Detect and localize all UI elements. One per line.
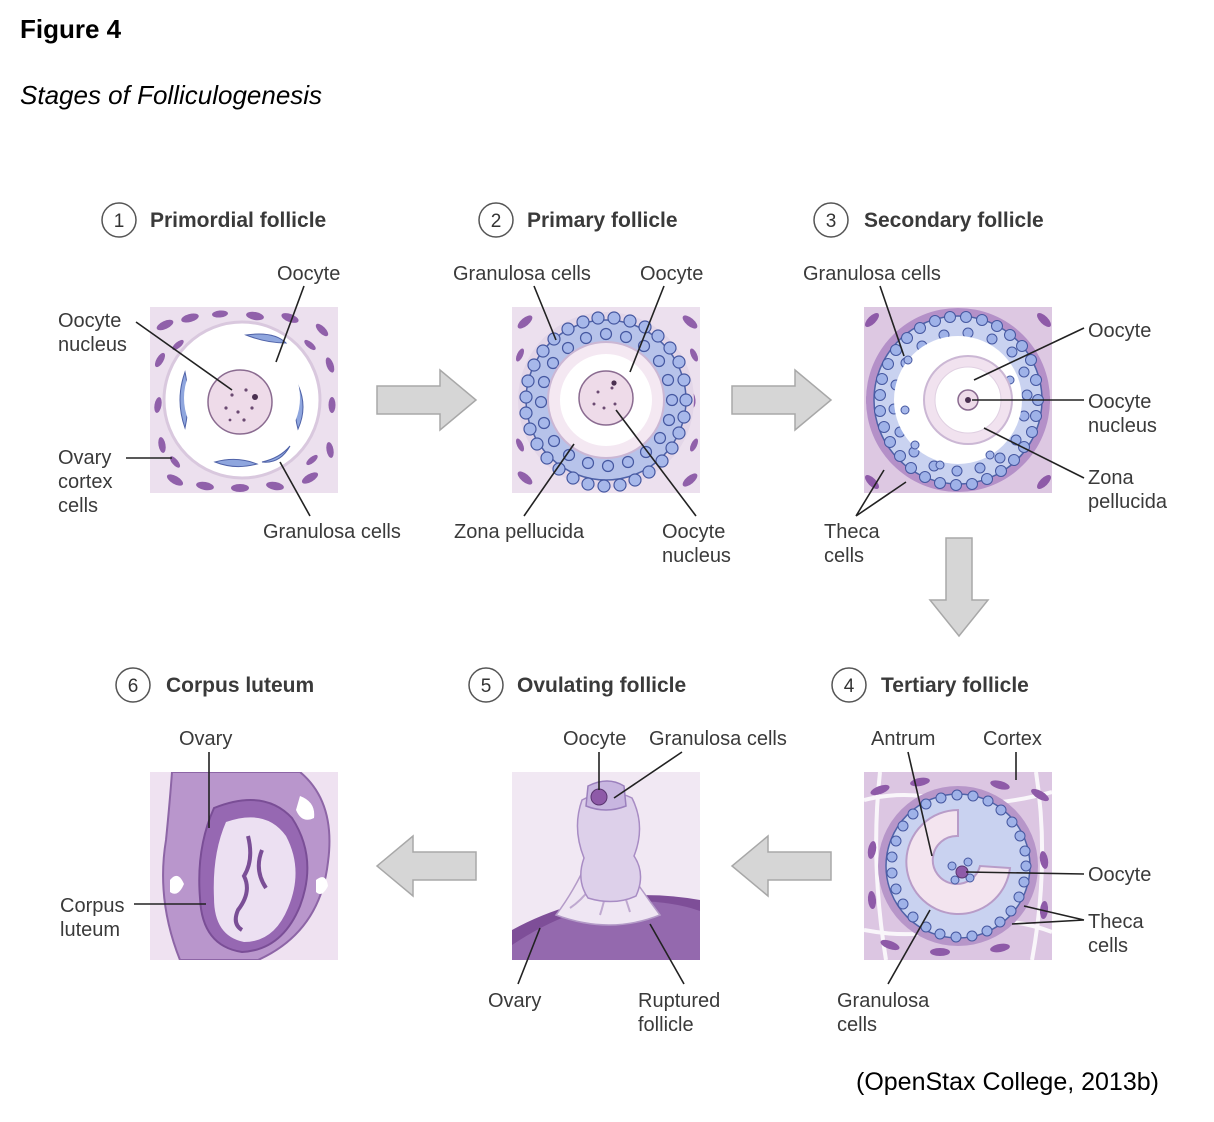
stage-1-oocyte-nucleus-label-line1: Oocyte [58,310,121,332]
stage-5-number: 5 [481,676,492,697]
stage-5-ovulating-follicle: 5 Ovulating follicle Oocyte Granulosa ce… [468,667,787,1036]
stage-4-number: 4 [844,676,855,697]
stage-3-oocyte-nucleus-label-line1: Oocyte [1088,391,1151,413]
stage-3-theca-label-line2: cells [824,545,864,567]
stage-3-secondary-follicle: 3 Secondary follicle Granulosa cells Ooc… [803,202,1168,567]
stage-1-oocyte-label: Oocyte [277,263,340,285]
stage-3-oocyte-label: Oocyte [1088,320,1151,342]
stage-1-oocyte-nucleus-label-line2: nucleus [58,334,127,356]
stage-4-granulosa-label-line2: cells [837,1014,877,1036]
stage-2-oocyte-nucleus-label-line1: Oocyte [662,521,725,543]
figure-credit: (OpenStax College, 2013b) [856,1068,1159,1096]
stage-2-primary-follicle: 2 Primary follicle Granulosa cells Oocyt… [453,202,731,567]
stage-5-title: Ovulating follicle [517,674,686,697]
stage-6-corpus-label-line1: Corpus [60,895,124,917]
stage-2-number: 2 [491,211,502,232]
stage-4-theca-label-line1: Theca [1088,911,1144,933]
arrow-stage-1-to-2 [376,368,478,432]
stage-3-theca-label-line1: Theca [824,521,880,543]
stage-3-number: 3 [826,211,837,232]
stage-4-title: Tertiary follicle [881,674,1029,697]
stage-6-tissue [150,772,338,960]
figure-title: Stages of Folliculogenesis [20,80,323,110]
stage-3-title: Secondary follicle [864,209,1044,232]
stage-5-ovary-label: Ovary [488,990,541,1012]
stage-1-primordial-follicle: 1 Primordial follicle Oocyte Oocyte nucl… [58,202,401,543]
stage-4-oocyte-label: Oocyte [1088,864,1151,886]
stage-6-ovary-label: Ovary [179,728,232,750]
stage-4-theca-label-line2: cells [1088,935,1128,957]
stage-4-cortex-label: Cortex [983,728,1042,750]
stage-5-ruptured-label-line2: follicle [638,1014,694,1036]
stage-1-ovary-cortex-label-line3: cells [58,495,98,517]
stage-6-title: Corpus luteum [166,674,314,697]
stage-1-ovary-cortex-label-line2: cortex [58,471,112,493]
stage-1-number: 1 [114,211,125,232]
stage-6-number: 6 [128,676,139,697]
stage-4-antrum-label: Antrum [871,728,935,750]
stage-1-ovary-cortex-label-line1: Ovary [58,447,111,469]
arrow-stage-2-to-3 [731,368,833,432]
stage-3-zona-label-line2: pellucida [1088,491,1168,513]
figure-label: Figure 4 [20,14,122,44]
stage-5-oocyte-label: Oocyte [563,728,626,750]
stage-5-granulosa-label: Granulosa cells [649,728,787,750]
stage-1-granulosa-label: Granulosa cells [263,521,401,543]
stage-4-granulosa-label-line1: Granulosa [837,990,930,1012]
arrow-stage-5-to-6 [375,834,477,898]
stage-6-corpus-label-line2: luteum [60,919,120,941]
arrow-stage-3-to-4 [928,537,990,638]
stage-2-granulosa-label: Granulosa cells [453,263,591,285]
stage-1-tissue [150,307,338,493]
stage-4-tertiary-follicle: 4 Tertiary follicle Antrum Cortex Oocyte… [831,667,1151,1036]
stage-3-oocyte-nucleus-label-line2: nucleus [1088,415,1157,437]
stage-2-oocyte-nucleus-label-line2: nucleus [662,545,731,567]
arrow-stage-4-to-5 [730,834,832,898]
stage-2-tissue [512,307,700,493]
stage-5-tissue [512,772,700,960]
stage-1-title: Primordial follicle [150,209,326,232]
stage-2-zona-label: Zona pellucida [454,521,585,543]
stage-4-tissue [864,772,1052,960]
stage-5-ruptured-label-line1: Ruptured [638,990,720,1012]
stage-2-oocyte-label: Oocyte [640,263,703,285]
stage-2-title: Primary follicle [527,209,678,232]
stage-3-zona-label-line1: Zona [1088,467,1134,489]
stage-6-corpus-luteum: 6 Corpus luteum Ovary Corpus luteum [60,667,338,960]
stage-3-tissue [864,307,1052,493]
stage-3-granulosa-label: Granulosa cells [803,263,941,285]
